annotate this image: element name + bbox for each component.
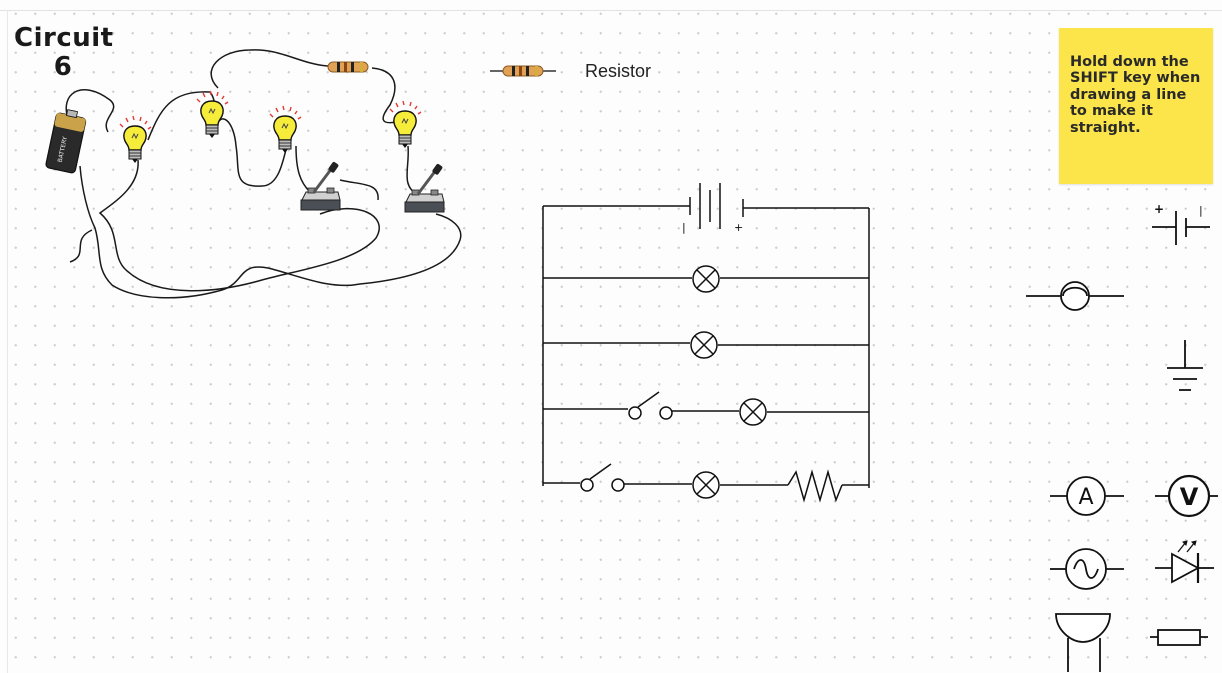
schematic-battery-positive-mark: + xyxy=(734,221,743,234)
palette-ac-source-symbol[interactable] xyxy=(1050,548,1124,590)
palette-battery-symbol[interactable] xyxy=(1152,211,1210,245)
palette-ammeter-symbol[interactable] xyxy=(1050,476,1124,516)
resistor-legend-image[interactable] xyxy=(490,65,556,77)
canvas-left-border xyxy=(7,10,8,673)
resistor-label[interactable]: Resistor xyxy=(585,61,652,81)
palette-ground-symbol[interactable] xyxy=(1167,340,1203,391)
schematic-lamp-branch-2 xyxy=(543,331,869,359)
board-title[interactable]: Circuit 6 xyxy=(14,23,114,83)
pictorial-switch-2 xyxy=(403,161,446,214)
schematic-battery-branch xyxy=(543,183,869,229)
palette-bell-symbol[interactable] xyxy=(1055,613,1111,672)
pictorial-battery: BATTERY xyxy=(45,109,87,174)
schematic-switch-lamp-resistor-branch xyxy=(543,463,869,503)
symbol-palette xyxy=(1026,211,1218,672)
schematic-battery-negative-mark: | xyxy=(682,221,686,234)
sticky-note-text: Hold down the SHIFT key when drawing a l… xyxy=(1070,54,1201,136)
schematic-switch-lamp-branch xyxy=(543,391,869,426)
palette-voltmeter-symbol[interactable] xyxy=(1155,474,1218,518)
voltmeter-label: V xyxy=(1180,483,1199,511)
sticky-note[interactable]: Hold down the SHIFT key when drawing a l… xyxy=(1059,28,1213,184)
pictorial-bulb-3 xyxy=(269,105,302,154)
palette-fuse-symbol[interactable] xyxy=(1026,281,1124,311)
palette-battery-plus-mark: + xyxy=(1154,202,1164,216)
pictorial-bulb-1 xyxy=(119,115,152,164)
palette-led-symbol[interactable] xyxy=(1155,540,1214,584)
ammeter-label: A xyxy=(1078,485,1093,510)
canvas-top-border xyxy=(0,10,1222,11)
pictorial-circuit[interactable]: BATTERY xyxy=(45,49,462,299)
palette-fuse-box-symbol[interactable] xyxy=(1150,629,1208,646)
palette-battery-minus-mark: | xyxy=(1199,204,1203,217)
pictorial-bulb-4 xyxy=(389,100,422,149)
pictorial-switch-1 xyxy=(299,159,342,212)
schematic-lamp-branch-1 xyxy=(543,265,869,293)
pictorial-wires xyxy=(65,49,462,299)
schematic-diagram[interactable] xyxy=(542,183,870,503)
pictorial-resistor xyxy=(327,61,369,73)
